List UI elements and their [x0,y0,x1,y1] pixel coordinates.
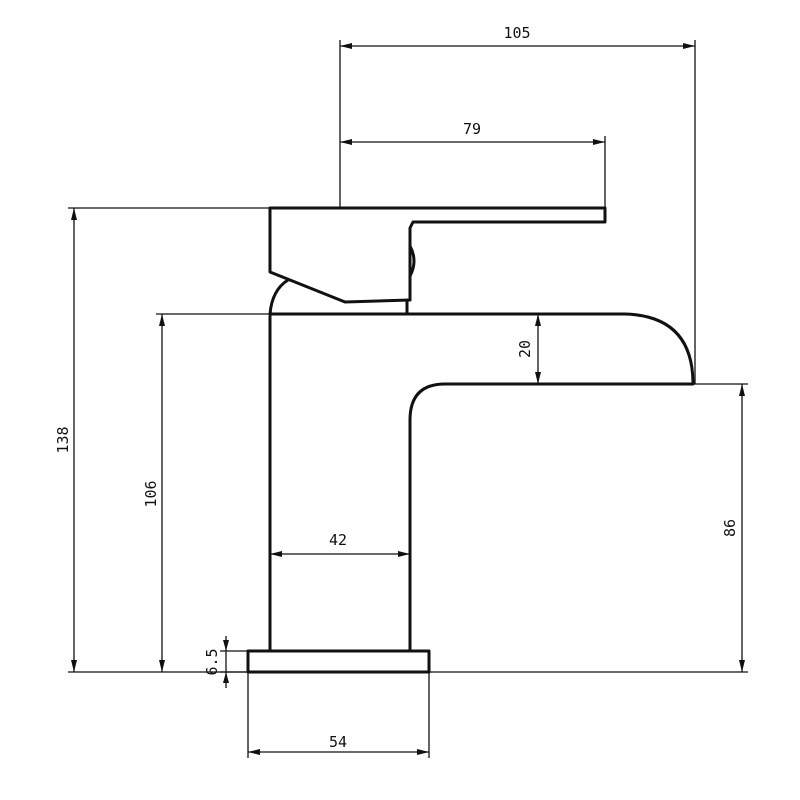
tap-outline [246,206,695,674]
dim-overall-height: 138 [54,208,77,672]
spout-profile [268,312,695,653]
cartridge-dome-left [268,278,290,316]
dim-body-height: 106 [142,314,165,672]
dim-base-thickness: 6.5 [203,636,229,688]
dim-lever-length: 79 [340,120,605,145]
lever-handle [268,206,607,304]
lever-detail [408,244,416,278]
dim-spout-thickness: 20 [516,314,541,384]
dim-base-width: 54 [248,733,429,755]
dim-label-6-5: 6.5 [203,648,221,675]
dim-label-86: 86 [721,519,739,537]
dim-label-42: 42 [329,531,347,549]
dim-label-54: 54 [329,733,347,751]
dim-label-106: 106 [142,480,160,507]
dim-label-138: 138 [54,426,72,453]
dim-label-105: 105 [503,24,530,42]
dim-label-20: 20 [516,340,534,358]
extension-lines [68,40,748,758]
dim-body-width: 42 [270,531,410,557]
dim-spout-height: 86 [721,384,745,672]
dim-overall-depth: 105 [340,24,695,49]
dim-label-79: 79 [463,120,481,138]
base-plate [246,649,431,674]
